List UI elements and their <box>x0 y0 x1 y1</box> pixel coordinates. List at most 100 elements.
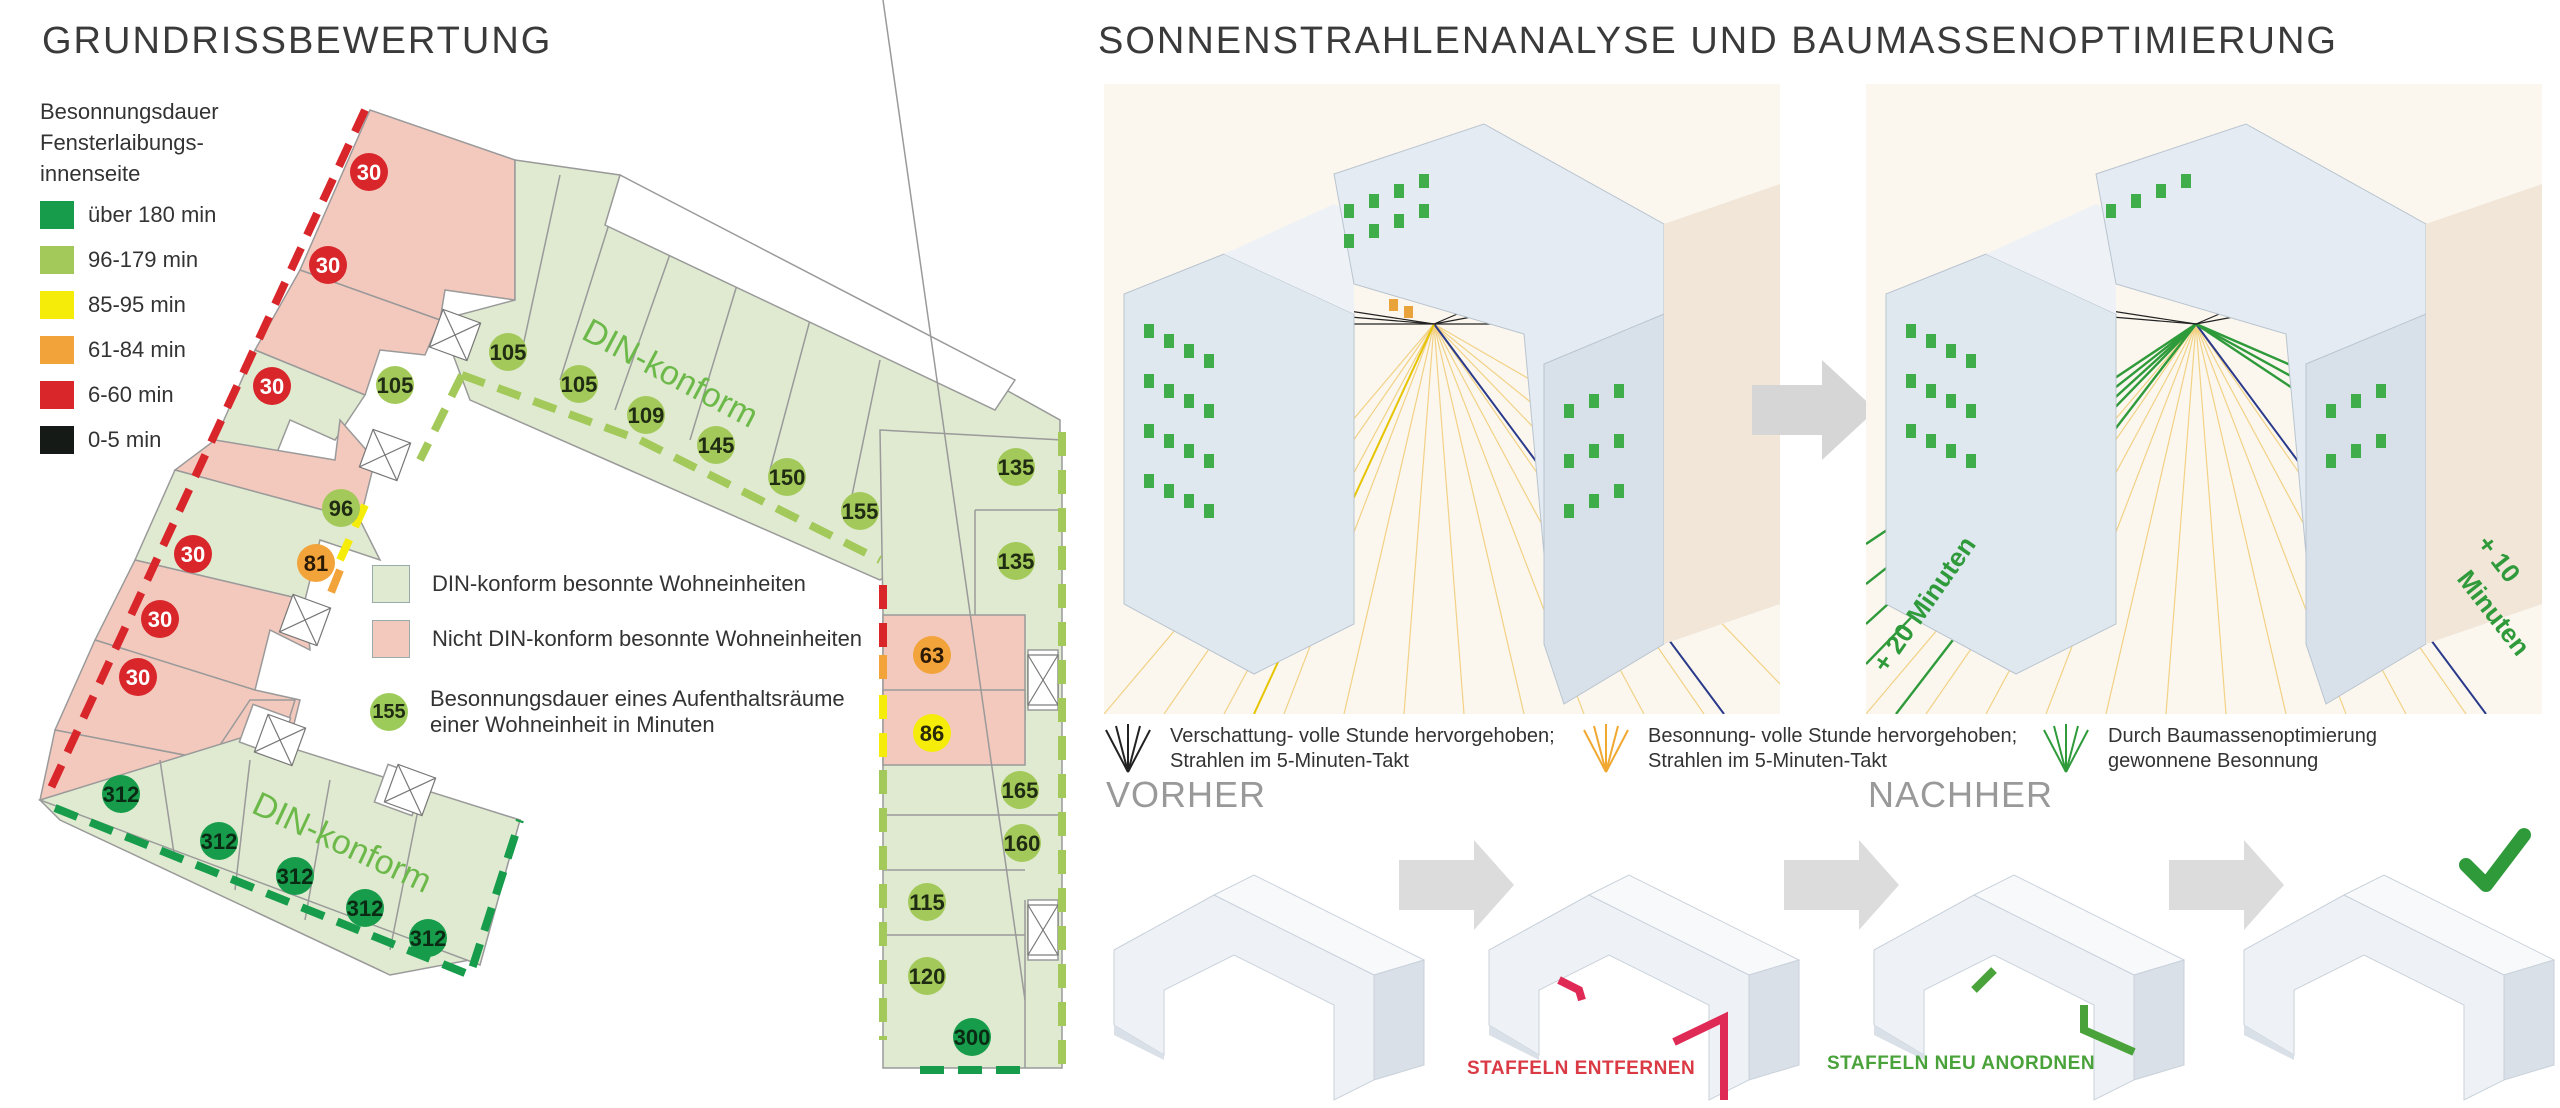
legend-swatch <box>40 426 74 454</box>
massing-step-4 <box>2243 874 2555 1101</box>
massing-step-1 <box>1113 874 1425 1101</box>
legend-heading-line: Besonnungsdauer <box>40 99 219 124</box>
value-text: 155 <box>842 499 879 524</box>
value-text: 135 <box>998 549 1035 574</box>
value-text: 105 <box>490 340 527 365</box>
value-marker: 105 <box>560 365 598 403</box>
step-arrow <box>1399 840 1514 930</box>
value-marker: 312 <box>409 919 447 957</box>
render-after-image: + 20 Minuten + 10 Minuten <box>1866 84 2542 714</box>
value-text: 30 <box>148 607 172 632</box>
legend-swatch <box>40 336 74 364</box>
legend-item: 85-95 min <box>40 290 186 320</box>
value-marker: 105 <box>489 333 527 371</box>
value-text: 105 <box>561 372 598 397</box>
key-value-dot: 155 Besonnungsdauer eines Aufenthaltsräu… <box>370 686 845 738</box>
key-dot-text: Besonnungsdauer eines Aufenthaltsräume e… <box>430 686 845 738</box>
value-marker: 115 <box>908 883 946 921</box>
value-text: 312 <box>277 864 314 889</box>
value-text: 30 <box>260 374 284 399</box>
legend-item: 0-5 min <box>40 425 161 455</box>
gained-rays-icon <box>2043 724 2089 773</box>
value-text: 30 <box>357 160 381 185</box>
value-marker: 165 <box>1001 771 1039 809</box>
arrow-before-after <box>1752 360 1876 460</box>
step-arrow <box>1784 840 1899 930</box>
section-title-floorplan: GRUNDRISSBEWERTUNG <box>42 20 553 62</box>
step-label-remove: STAFFELN ENTFERNEN <box>1467 1058 1696 1079</box>
value-marker: 30 <box>174 535 212 573</box>
phase-label-before: VORHER <box>1106 774 1267 815</box>
ray-key-text: Strahlen im 5-Minuten-Takt <box>1170 750 1409 772</box>
sun-rays-icon <box>1583 724 1629 773</box>
value-marker: 135 <box>997 542 1035 580</box>
render-before-image <box>1104 84 1780 714</box>
ray-key-sun: Besonnung- volle Stunde hervorgehoben; S… <box>1582 724 2017 774</box>
legend-item: 6-60 min <box>40 380 174 410</box>
value-text: 81 <box>304 551 328 576</box>
key-dot-text-line: Besonnungsdauer eines Aufenthaltsräume <box>430 686 845 711</box>
key-dot-text-line: einer Wohneinheit in Minuten <box>430 712 715 737</box>
value-marker: 312 <box>200 822 238 860</box>
key-swatch-din-ok <box>372 565 410 603</box>
value-marker: 30 <box>141 600 179 638</box>
value-marker: 300 <box>953 1018 991 1056</box>
value-text: 312 <box>410 926 447 951</box>
legend-label: über 180 min <box>88 202 217 227</box>
legend-item: 96-179 min <box>40 245 198 275</box>
ray-key-shade: Verschattung- volle Stunde hervorgehoben… <box>1104 724 1555 774</box>
value-marker: 63 <box>913 636 951 674</box>
legend-item: über 180 min <box>40 200 216 230</box>
check-icon <box>2459 828 2531 892</box>
sun-ray-render-after: + 20 Minuten + 10 Minuten <box>1866 84 2542 714</box>
value-marker: 86 <box>913 714 951 752</box>
value-marker: 312 <box>346 889 384 927</box>
value-text: 312 <box>201 829 238 854</box>
value-text: 115 <box>909 890 945 915</box>
key-din-not: Nicht DIN-konform besonnte Wohneinheiten <box>372 620 862 658</box>
value-text: 30 <box>316 253 340 278</box>
value-marker: 30 <box>309 246 347 284</box>
value-marker: 120 <box>908 957 946 995</box>
value-text: 145 <box>698 433 735 458</box>
ray-key-text: gewonnene Besonnung <box>2108 750 2319 772</box>
value-marker: 81 <box>297 544 335 582</box>
phase-label-after: NACHHER <box>1868 774 2054 815</box>
ray-key-text: Verschattung- volle Stunde hervorgehoben… <box>1170 725 1555 747</box>
legend-label: 61-84 min <box>88 337 186 362</box>
value-marker: 150 <box>768 458 806 496</box>
value-text: 30 <box>126 665 150 690</box>
value-marker: 30 <box>253 367 291 405</box>
sun-ray-render-before <box>1104 84 1780 714</box>
legend-heading-line: Fensterlaibungs- <box>40 130 204 155</box>
value-marker: 96 <box>322 489 360 527</box>
legend-heading-line: innenseite <box>40 161 141 186</box>
ray-key-text: Strahlen im 5-Minuten-Takt <box>1648 750 1887 772</box>
value-text: 150 <box>769 465 806 490</box>
value-text: 105 <box>377 373 414 398</box>
legend-label: 0-5 min <box>88 427 162 452</box>
step-arrow <box>2169 840 2284 930</box>
value-marker: 312 <box>102 775 140 813</box>
value-marker: 109 <box>627 396 665 434</box>
value-text: 165 <box>1002 778 1039 803</box>
value-marker: 312 <box>276 857 314 895</box>
key-label: DIN-konform besonnte Wohneinheiten <box>432 571 806 596</box>
legend-label: 85-95 min <box>88 292 186 317</box>
value-text: 63 <box>920 643 944 668</box>
section-title-analysis: SONNENSTRAHLENANALYSE UND BAUMASSENOPTIM… <box>1098 20 2338 62</box>
legend-label: 6-60 min <box>88 382 174 407</box>
ray-key-text: Besonnung- volle Stunde hervorgehoben; <box>1648 725 2018 747</box>
massing-step-3 <box>1873 874 2185 1101</box>
key-dot-sample: 155 <box>370 693 408 731</box>
legend-swatch <box>40 381 74 409</box>
unit-values: 30 30 30 30 30 30 105 96 81 105 105 109 … <box>102 153 1041 1056</box>
key-label: Nicht DIN-konform besonnte Wohneinheiten <box>432 626 863 651</box>
value-marker: 105 <box>376 366 414 404</box>
ray-key-text: Durch Baumassenoptimierung <box>2108 725 2378 747</box>
key-din-ok: DIN-konform besonnte Wohneinheiten <box>372 565 806 603</box>
value-text: 312 <box>347 896 384 921</box>
floor-plan: DIN-konform DIN-konform 30 30 30 30 30 3… <box>37 0 1066 1074</box>
value-text: 109 <box>628 403 665 428</box>
value-text: 30 <box>181 542 205 567</box>
